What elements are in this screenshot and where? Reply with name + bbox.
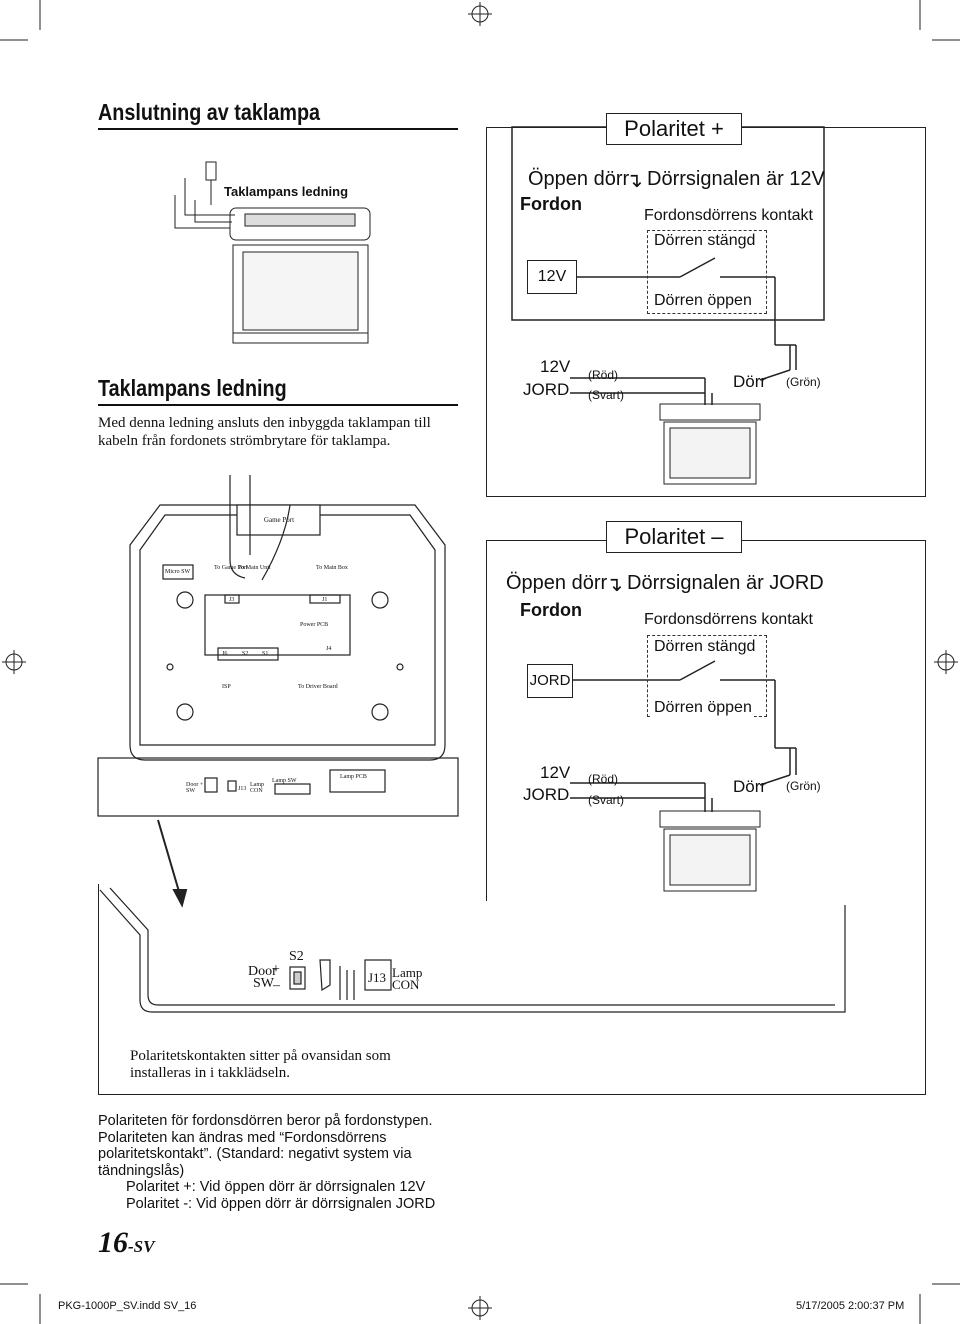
board-micro-sw-label: Micro SW [165, 569, 191, 575]
source-box: JORD [527, 664, 573, 698]
door-wire-label: Dörr [733, 777, 767, 796]
board-isp-label: ISP [222, 684, 231, 690]
wire-red-label: (Röd) [588, 368, 619, 382]
note-line: Polariteten kan ändras med “Fordonsdörre… [98, 1129, 387, 1146]
page-number: 16-SV [98, 1226, 154, 1260]
board-outline [129, 475, 446, 761]
lamp-door-sw-label: Door + SW [186, 782, 204, 794]
switch-dash-box [647, 230, 767, 314]
detail-sw-label: SW [253, 976, 274, 991]
detail-caption: Polaritetskontakten sitter på ovansidan … [130, 1048, 391, 1081]
polarity-minus-title: Polaritet – [606, 521, 742, 553]
door-signal-label: Dörrsignalen är 12V [647, 168, 825, 190]
section-heading: Taklampans ledning [98, 375, 287, 401]
wire-12v-label: 12V [540, 357, 571, 376]
notes-block: Polariteten för fordonsdörren beror på f… [98, 1113, 435, 1212]
lamp-con-label: Lamp CON [250, 782, 264, 794]
detail-plus-label: + [272, 962, 280, 977]
door-closed-label: Dörren stängd [652, 638, 758, 656]
section-heading: Anslutning av taklampa [98, 99, 321, 125]
door-open-label: Dörren öppen [652, 699, 754, 717]
vehicle-label: Fordon [520, 194, 582, 214]
board-to-game-port-label: To Game Port [214, 565, 248, 571]
lamp-pcb-label: Lamp PCB [340, 774, 367, 780]
arrow-icon: ↴ [606, 574, 623, 596]
wire-ground-label: JORD [523, 785, 570, 804]
vehicle-label: Fordon [520, 600, 582, 620]
board-to-main-unit-label: To Main Unit [238, 565, 271, 571]
board-j4-label: J4 [326, 646, 332, 652]
heading-rule [98, 128, 458, 130]
board-power-pcb-label: Power PCB [300, 622, 329, 628]
detail-lamp-label: Lamp [392, 965, 423, 980]
note-line: Polaritet +: Vid öppen dörr är dörrsigna… [126, 1179, 426, 1195]
board-s2-label: S2 [242, 651, 249, 657]
wire-green-label: (Grön) [786, 779, 821, 793]
lamp-sw-label: Lamp SW [272, 778, 297, 784]
door-wire-label: Dörr [733, 372, 767, 391]
note-line: Polariteten för fordonsdörren beror på f… [98, 1113, 433, 1129]
footer-date: 5/17/2005 2:00:37 PM [796, 1300, 905, 1312]
note-line: polaritetskontakt”. (Standard: negativt … [98, 1146, 412, 1162]
arrow-icon: ↴ [626, 170, 643, 192]
section-body: Med denna ledning ansluts den inbyggda t… [98, 415, 431, 449]
cable-label: Taklampans ledning [224, 184, 349, 199]
board-to-main-box-label: To Main Box [316, 565, 348, 571]
board-j6-label: J6 [222, 651, 228, 657]
page-number-suffix: -SV [128, 1237, 155, 1256]
detail-minus-label: – [273, 978, 280, 993]
wire-black-label: (Svart) [588, 793, 624, 807]
door-contact-label: Fordonsdörrens kontakt [644, 207, 813, 224]
heading-rule [98, 404, 458, 406]
detail-s2-label: S2 [289, 949, 304, 964]
footer-file: PKG-1000P_SV.indd SV_16 [58, 1300, 197, 1312]
lamp-pcb-outline [97, 757, 459, 817]
detail-j13-label: J13 [368, 970, 387, 985]
board-s1-label: S1 [262, 651, 269, 657]
detail-door-label: Door [248, 964, 277, 979]
monitor-illustration [174, 161, 371, 344]
open-door-label: Öppen dörr [506, 572, 608, 594]
detail-caption-panel [98, 884, 926, 1095]
detail-outline [99, 887, 846, 1013]
wire-red-label: (Röd) [588, 772, 619, 786]
door-closed-label: Dörren stängd [652, 232, 758, 250]
door-open-label: Dörren öppen [652, 292, 754, 310]
detail-con-label: CON [392, 977, 420, 992]
open-door-label: Öppen dörr [528, 168, 630, 190]
small-monitor-icon-1 [659, 403, 761, 485]
page-number-value: 16 [98, 1226, 128, 1259]
note-line: Polaritet -: Vid öppen dörr är dörrsigna… [126, 1195, 436, 1212]
polarity-plus-title: Polaritet + [606, 113, 742, 145]
small-monitor-icon-2 [659, 810, 761, 892]
board-game-port-label: Game Port [263, 516, 295, 524]
door-contact-label: Fordonsdörrens kontakt [644, 611, 813, 628]
board-to-driver-board-label: To Driver Board [298, 684, 338, 690]
source-box: 12V [527, 260, 577, 294]
door-signal-label: Dörrsignalen är JORD [627, 572, 824, 594]
wire-12v-label: 12V [540, 763, 571, 782]
wire-black-label: (Svart) [588, 388, 624, 402]
lamp-j13-label: J13 [238, 786, 247, 792]
note-line: tändningslås) [98, 1162, 185, 1179]
wire-green-label: (Grön) [786, 375, 821, 389]
board-j1-label: J1 [322, 597, 328, 603]
arrow-icon [157, 819, 188, 908]
wire-ground-label: JORD [523, 380, 570, 399]
board-j3-label: J3 [229, 597, 235, 603]
